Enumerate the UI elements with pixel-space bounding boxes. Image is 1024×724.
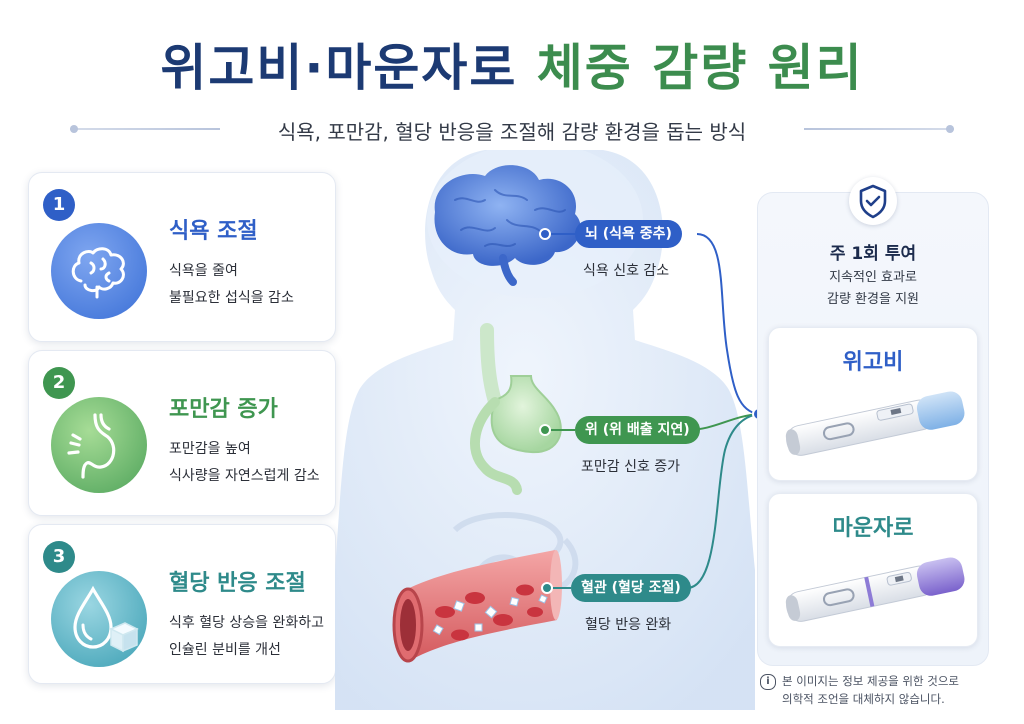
brain-icon	[71, 247, 125, 299]
disclaimer-line: 의학적 조언을 대체하지 않습니다.	[782, 692, 945, 706]
card-desc-line: 식사량을 자연스럽게 감소	[169, 468, 320, 484]
label-vessel: 혈관 (혈당 조절)	[571, 574, 691, 602]
card-number-badge: 3	[43, 541, 75, 573]
divider-left	[70, 128, 220, 130]
info-icon: i	[760, 674, 776, 690]
card-icon-circle	[51, 223, 147, 319]
blood-vessel	[392, 550, 562, 663]
card-desc-line: 식욕을 줄여	[169, 263, 238, 279]
pen-card-mounjaro: 마운자로	[768, 493, 978, 647]
label-vessel-sub: 혈당 반응 완화	[585, 617, 672, 633]
card-icon-circle	[51, 571, 147, 667]
label-stomach-sub: 포만감 신호 증가	[581, 459, 681, 475]
divider-right	[804, 128, 954, 130]
card-appetite: 1 식욕 조절 식욕을 줄여 불필요한 섭식을 감소	[28, 172, 336, 342]
disclaimer: i 본 이미지는 정보 제공을 위한 것으로 의학적 조언을 대체하지 않습니다…	[760, 672, 1000, 708]
injection-pen-icon	[785, 557, 965, 622]
dosing-desc: 지속적인 효과로 감량 환경을 지원	[758, 267, 988, 311]
card-description: 식후 혈당 상승을 완화하고 인슐린 분비를 개선	[169, 610, 324, 664]
dosing-desc-line: 지속적인 효과로	[829, 270, 917, 285]
subtitle-row: 식욕, 포만감, 혈당 반응을 조절해 감량 환경을 돕는 방식	[70, 116, 954, 144]
card-desc-line: 불필요한 섭식을 감소	[169, 290, 294, 306]
pen-name: 위고비	[842, 350, 904, 375]
card-desc-line: 포만감을 높여	[169, 441, 251, 457]
dosing-desc-line: 감량 환경을 지원	[827, 292, 919, 307]
card-icon-circle	[51, 397, 147, 493]
label-brain-sub: 식욕 신호 감소	[583, 263, 670, 279]
page-title: 위고비·마운자로 체중 감량 원리	[0, 28, 1024, 100]
label-stomach: 위 (위 배출 지연)	[575, 416, 700, 444]
body-silhouette	[335, 150, 755, 710]
injection-pen-icon	[785, 391, 965, 456]
card-satiety: 2 포만감 증가 포만감을 높여 식사량을 자연스럽게 감소	[28, 350, 336, 516]
shield-check-icon	[859, 184, 887, 219]
title-part1: 위고비·마운자로	[160, 39, 518, 97]
card-description: 식욕을 줄여 불필요한 섭식을 감소	[169, 258, 294, 312]
dosing-title: 주 1회 투여	[829, 244, 917, 264]
connector-lines	[539, 228, 766, 594]
pen-name: 마운자로	[832, 516, 914, 541]
card-title: 포만감 증가	[169, 397, 278, 422]
card-title: 식욕 조절	[169, 219, 258, 244]
card-number-badge: 2	[43, 367, 75, 399]
blood-drop-sugar-icon	[73, 585, 139, 653]
brain-organ	[434, 165, 581, 286]
card-desc-line: 식후 혈당 상승을 완화하고	[169, 615, 325, 631]
pen-card-wegovy: 위고비	[768, 327, 978, 481]
stomach-icon	[67, 413, 116, 479]
disclaimer-text: 본 이미지는 정보 제공을 위한 것으로 의학적 조언을 대체하지 않습니다.	[760, 672, 1000, 708]
body-illustration: 뇌 (식욕 중추) 식욕 신호 감소 위 (위 배출 지연) 포만감 신호 증가…	[335, 150, 766, 710]
title-part2: 체중 감량 원리	[536, 39, 864, 97]
card-desc-line: 인슐린 분비를 개선	[169, 642, 281, 658]
card-title: 혈당 반응 조절	[169, 571, 306, 596]
label-brain: 뇌 (식욕 중추)	[575, 220, 682, 248]
card-number-badge: 1	[43, 189, 75, 221]
divider-dot-left	[70, 125, 78, 133]
dosing-panel: 주 1회 투여 지속적인 효과로 감량 환경을 지원 위고비	[757, 177, 989, 666]
divider-dot-right	[946, 125, 954, 133]
disclaimer-line: 본 이미지는 정보 제공을 위한 것으로	[782, 674, 959, 688]
page-subtitle: 식욕, 포만감, 혈당 반응을 조절해 감량 환경을 돕는 방식	[277, 120, 747, 144]
shield-badge	[849, 177, 897, 225]
card-blood-sugar: 3 혈당 반응 조절 식후 혈당 상승을 완화하고 인슐린 분비를 개선	[28, 524, 336, 684]
card-description: 포만감을 높여 식사량을 자연스럽게 감소	[169, 436, 320, 490]
